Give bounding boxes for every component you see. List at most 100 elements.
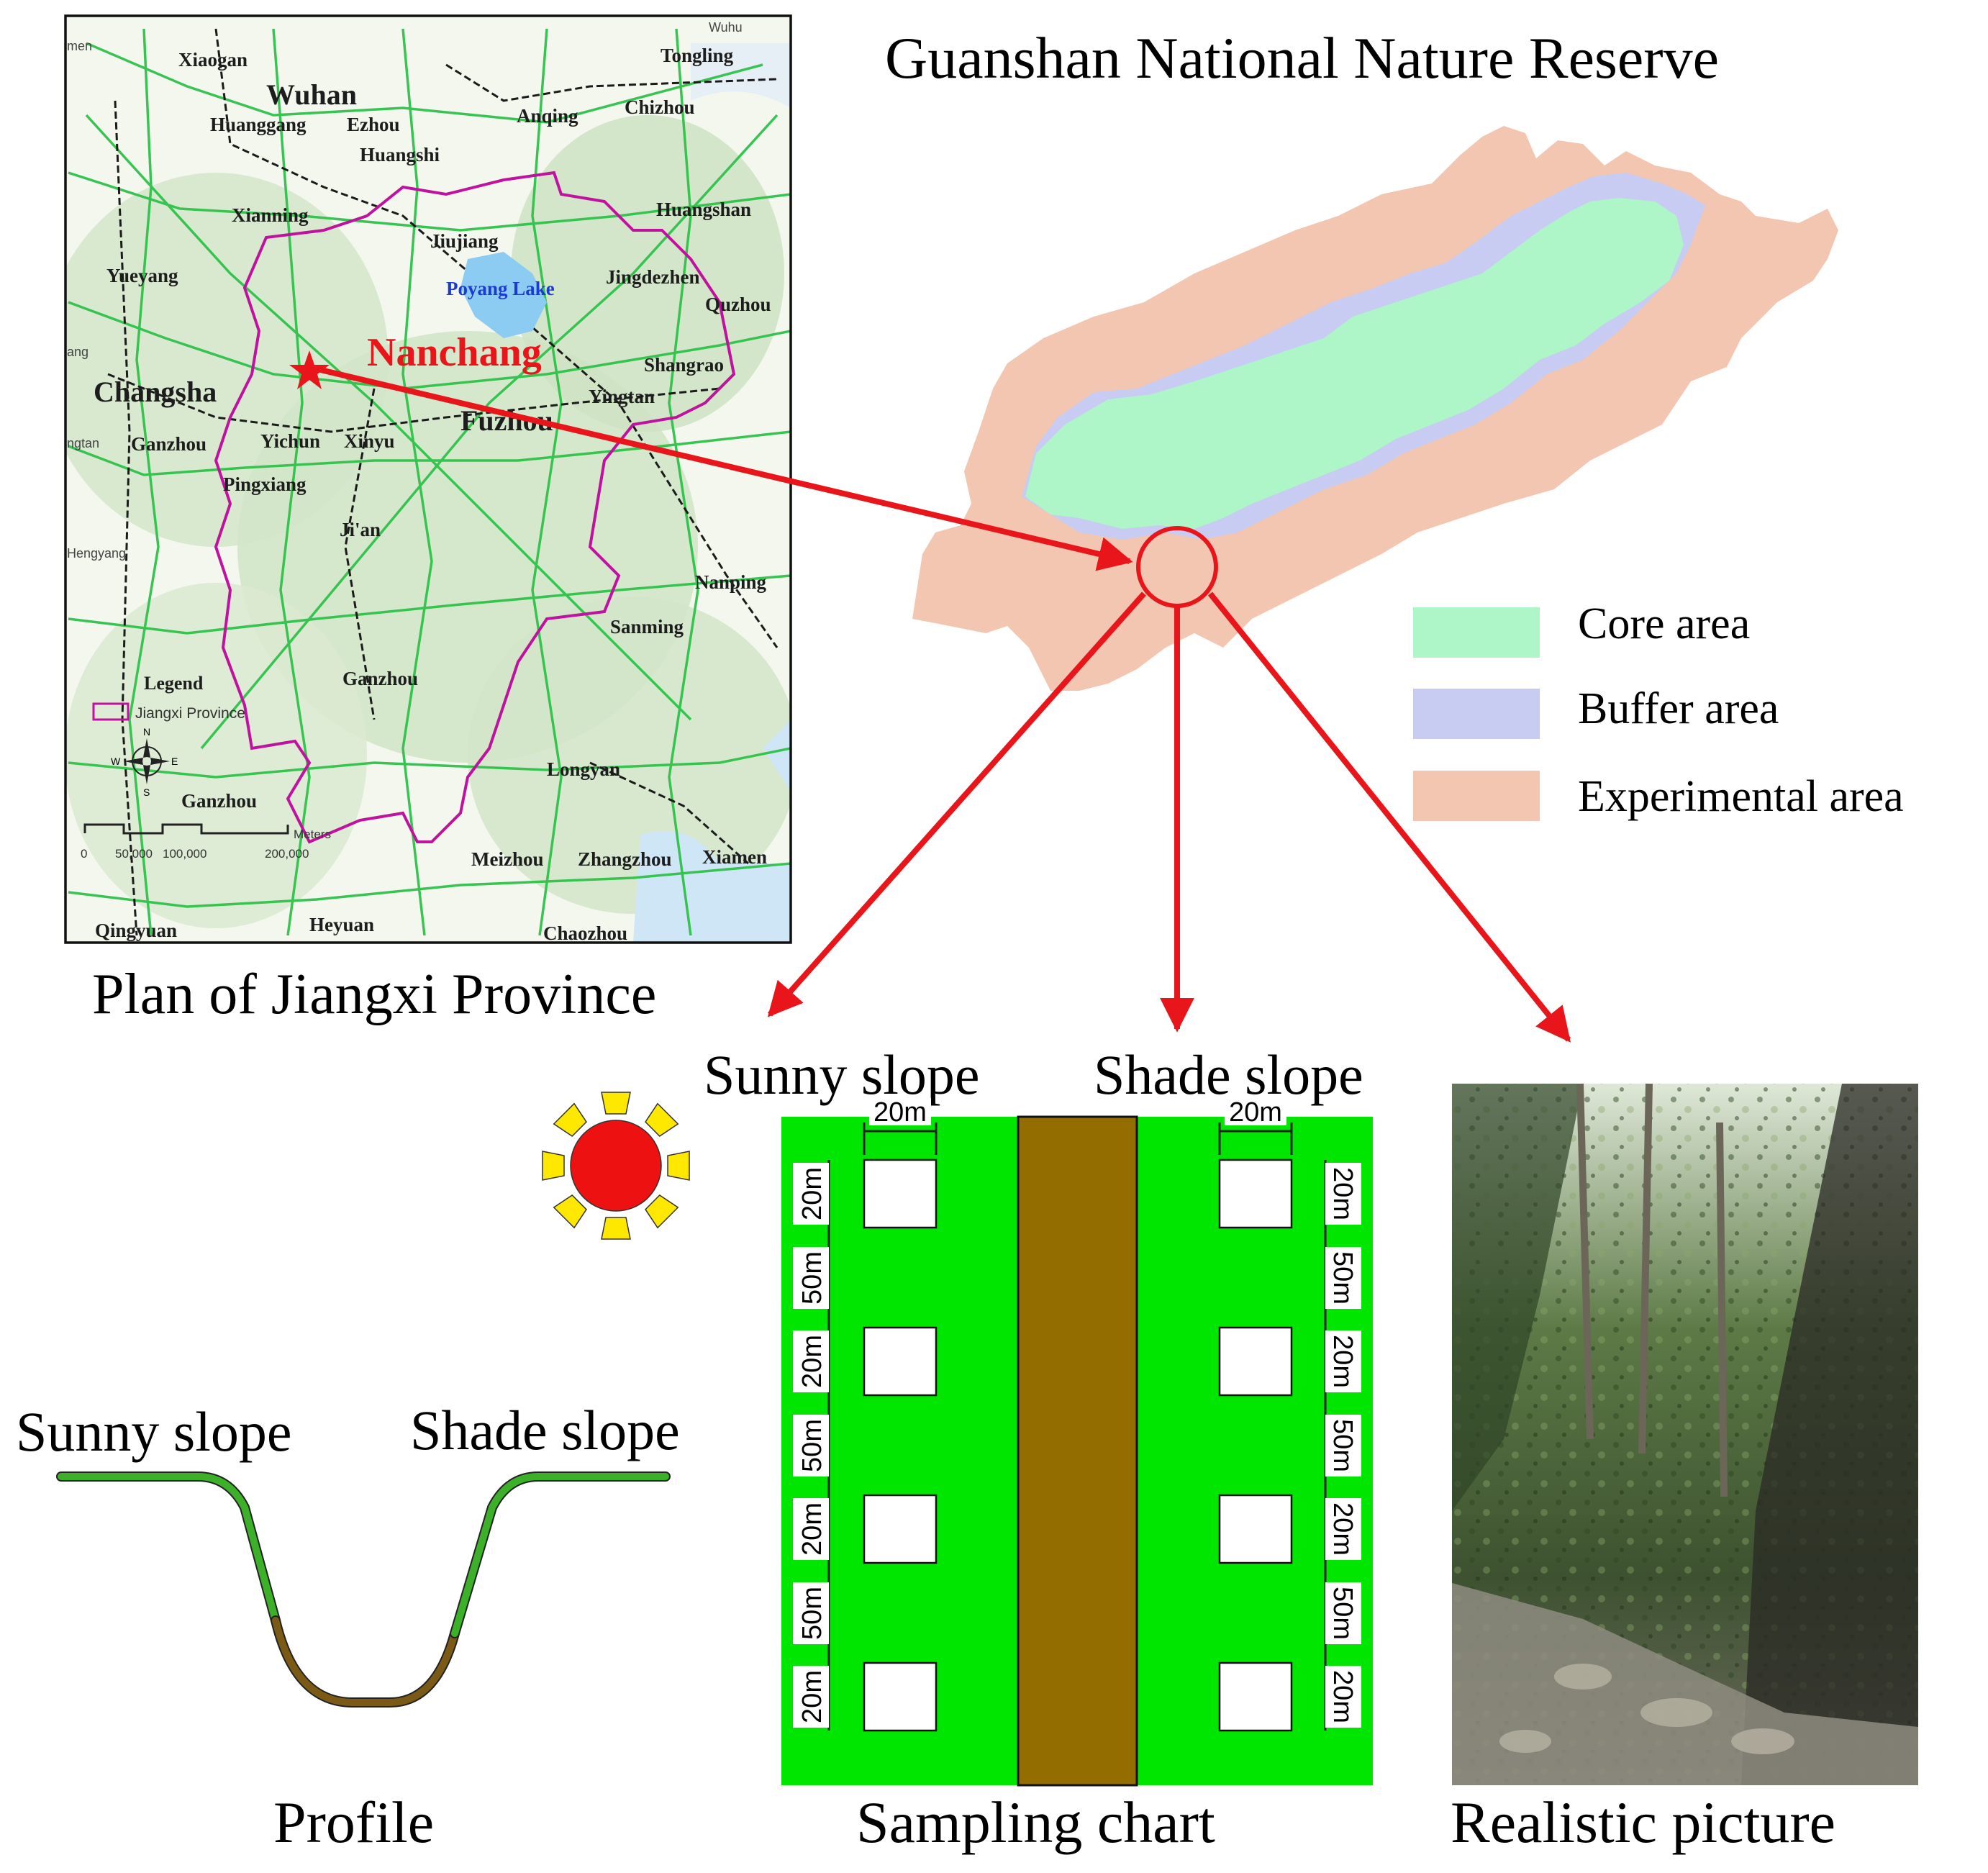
city-label: Quzhou bbox=[705, 294, 771, 315]
capital-label: Nanchang bbox=[367, 330, 542, 375]
city-label: Xianning bbox=[232, 204, 309, 226]
dimension-label: 50m bbox=[1327, 1251, 1358, 1305]
svg-text:E: E bbox=[171, 756, 178, 767]
city-label: Jiujiang bbox=[430, 230, 499, 252]
map-edge-label: Hengyang bbox=[67, 546, 126, 561]
city-label: Heyuan bbox=[309, 914, 374, 935]
dimension-label: 20m bbox=[1327, 1670, 1358, 1723]
city-label: Huangshi bbox=[360, 144, 440, 165]
dimension-label: 20m bbox=[1327, 1502, 1358, 1556]
reserve-title: Guanshan National Nature Reserve bbox=[885, 25, 1719, 91]
dimension-label: 20m bbox=[797, 1670, 827, 1723]
city-label: Yichun bbox=[260, 430, 320, 452]
legend-item-label: Jiangxi Province bbox=[135, 705, 245, 722]
city-label: Yingtan bbox=[589, 386, 655, 407]
svg-text:50,000: 50,000 bbox=[115, 847, 153, 861]
dimension-label: 50m bbox=[797, 1419, 827, 1472]
svg-text:Meters: Meters bbox=[294, 827, 331, 841]
to-picture-arrow bbox=[1207, 591, 1571, 1043]
profile-sunny-label: Sunny slope bbox=[16, 1400, 292, 1463]
city-changsha: Changsha bbox=[94, 376, 217, 408]
scale-bar: 0 50,000 100,000 200,000 Meters bbox=[81, 823, 331, 861]
quadrat bbox=[1218, 1326, 1293, 1397]
quadrat bbox=[863, 1326, 938, 1397]
city-label: Meizhou bbox=[471, 848, 544, 870]
quadrat bbox=[1218, 1494, 1293, 1564]
valley-road bbox=[1017, 1115, 1138, 1787]
to-profile-arrow bbox=[767, 591, 1146, 1017]
legend-title: Legend bbox=[144, 673, 204, 694]
pointer-arrows bbox=[314, 366, 1571, 1043]
city-label: Longyan bbox=[547, 758, 620, 780]
city-label: Xinyu bbox=[344, 430, 395, 452]
picture-title: Realistic picture bbox=[1451, 1790, 1835, 1855]
sampling-title: Sampling chart bbox=[856, 1790, 1215, 1855]
city-label: Sanming bbox=[610, 616, 684, 638]
forest-photo bbox=[1452, 1083, 1918, 1785]
quadrat bbox=[863, 1661, 938, 1732]
city-label: Jingdezhen bbox=[606, 266, 700, 288]
sampling-shade-label: Shade slope bbox=[1094, 1043, 1363, 1106]
map-legend: Legend Jiangxi Province bbox=[92, 673, 245, 722]
city-label: Ezhou bbox=[347, 114, 400, 135]
quadrat bbox=[1218, 1661, 1293, 1732]
plan-title: Plan of Jiangxi Province bbox=[92, 963, 656, 1026]
city-label: Shangrao bbox=[644, 354, 724, 376]
core-area-label: Core area bbox=[1578, 599, 1750, 648]
svg-text:0: 0 bbox=[81, 847, 87, 861]
dimension-label: 50m bbox=[1327, 1419, 1358, 1472]
profile-title: Profile bbox=[273, 1790, 434, 1855]
city-label: Yueyang bbox=[106, 265, 178, 286]
sun-icon bbox=[542, 1092, 690, 1240]
experimental-area-swatch bbox=[1413, 771, 1540, 821]
city-label: Ganzhou bbox=[131, 433, 206, 455]
map-to-reserve-arrow bbox=[314, 366, 1133, 571]
city-label: Anqing bbox=[517, 105, 578, 127]
dimension-label: 50m bbox=[1327, 1587, 1358, 1640]
lake-label: Poyang Lake bbox=[446, 278, 555, 299]
city-label: Xiaogan bbox=[178, 49, 248, 71]
city-label: Qingyuan bbox=[95, 920, 177, 941]
city-label: Tongling bbox=[661, 45, 734, 66]
sampling-chart: 20m 20m bbox=[781, 1097, 1373, 1787]
jiangxi-border bbox=[214, 171, 736, 844]
city-label: Nanping bbox=[695, 571, 767, 593]
quadrats bbox=[863, 1158, 1293, 1732]
experimental-area-label: Experimental area bbox=[1578, 772, 1904, 821]
dimension-label: 20m bbox=[1327, 1335, 1358, 1388]
left-dimension-column: 20m 50m 20m 50m 20m 50m 20m bbox=[793, 1160, 830, 1731]
zone-legend: Core area Buffer area Experimental area bbox=[1413, 599, 1904, 821]
quadrat bbox=[863, 1494, 938, 1564]
dimension-label: 50m bbox=[797, 1251, 827, 1305]
quadrat bbox=[863, 1158, 938, 1229]
map-edge-label: ngtan bbox=[67, 436, 99, 450]
map-terrain bbox=[65, 28, 791, 943]
svg-text:100,000: 100,000 bbox=[163, 847, 206, 861]
svg-text:200,000: 200,000 bbox=[265, 847, 309, 861]
legend-swatch bbox=[92, 702, 130, 721]
city-label: Ganzhou bbox=[342, 668, 418, 689]
poyang-lake-shape bbox=[460, 252, 547, 338]
compass-icon: N E S W bbox=[111, 726, 178, 798]
jiangxi-map: men Wuhu ang ngtan Hengyang Wuhan Changs… bbox=[64, 14, 792, 944]
quadrat bbox=[1218, 1158, 1293, 1229]
profile-shade-label: Shade slope bbox=[410, 1399, 680, 1461]
city-label: Chizhou bbox=[625, 96, 695, 118]
sampling-sunny-label: Sunny slope bbox=[704, 1043, 980, 1106]
plot-width-label: 20m bbox=[1229, 1097, 1282, 1128]
city-label: Chaozhou bbox=[543, 922, 627, 944]
valley-profile bbox=[56, 1471, 671, 1708]
core-area-shape bbox=[1025, 198, 1684, 529]
core-area-swatch bbox=[1413, 607, 1540, 658]
dimension-label: 50m bbox=[797, 1587, 827, 1640]
city-label: Xiamen bbox=[702, 846, 767, 868]
city-label: Huanggang bbox=[210, 114, 307, 135]
dimension-label: 20m bbox=[797, 1335, 827, 1388]
svg-text:N: N bbox=[143, 726, 150, 738]
plot-width-markers: 20m 20m bbox=[863, 1097, 1293, 1155]
city-label: Ganzhou bbox=[181, 790, 257, 812]
city-label: Zhangzhou bbox=[578, 848, 672, 870]
dimension-label: 20m bbox=[797, 1502, 827, 1556]
right-dimension-column: 20m 50m 20m 50m 20m 50m 20m bbox=[1324, 1160, 1361, 1731]
